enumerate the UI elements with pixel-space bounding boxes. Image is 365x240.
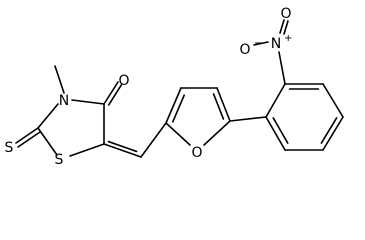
bond-n-methyl [54, 65, 65, 94]
bond-layer [15, 19, 344, 158]
atom-label-thione-sulfur: S [5, 140, 14, 156]
atom-label-nitro-oxygen-double: O [280, 6, 291, 22]
bond-carbonyl-second-line [107, 84, 123, 106]
bond-thione [15, 127, 39, 144]
bond-thione-second-line [17, 131, 41, 148]
atom-label-ring-nitrogen: N [59, 93, 69, 109]
atom-label-carbonyl-oxygen: O [118, 73, 129, 89]
bond-furan-c4-c5-second-line [212, 93, 225, 120]
bond-phenyl-4-5-second-line [320, 117, 338, 144]
bond-furan-c2-c3-second-line [172, 94, 185, 123]
bond-exocyclic-double [103, 143, 142, 158]
bond-phenyl-6-1 [265, 116, 286, 151]
bond-exocyclic-double-second-line [107, 140, 138, 153]
bond-phenyl-3-4 [322, 83, 344, 118]
bond-s1-c2 [37, 127, 58, 156]
atom-label-nitro-oxygen-charged: O [239, 42, 250, 58]
nitro-nitrogen-positive-charge: + [284, 33, 292, 44]
atom-label-furan-oxygen: O [191, 145, 202, 161]
bond-n3-c4 [71, 99, 105, 105]
bond-furan-c2-c3 [165, 87, 182, 124]
bond-phenyl-4-5 [322, 116, 344, 151]
bond-furan-o-c2 [165, 122, 191, 146]
bond-phenyl-6-1-second-line [272, 117, 289, 144]
bond-furan-c5-o [203, 120, 231, 146]
bond-furan-c4-c5 [216, 87, 231, 122]
atom-label-nitro-nitrogen: N [271, 36, 281, 52]
atom-label-ring-sulfur: S [55, 152, 64, 168]
bond-nitro-o-double [279, 19, 285, 34]
bond-carbonyl [103, 81, 119, 105]
bond-nitro-o-single [253, 41, 269, 46]
bond-phenyl-nitro [278, 51, 286, 85]
bond-furan-phenyl [229, 116, 267, 122]
bond-c2-n3 [37, 103, 59, 129]
bond-phenyl-1-2 [265, 83, 286, 118]
structure-diagram: O − N + O N O S S O [5, 6, 344, 168]
bond-c5-s1 [69, 143, 105, 157]
bond-nitro-o-double-second-line [283, 20, 289, 35]
bond-methine-furan [140, 122, 167, 158]
atom-label-layer: O − N + O N O S S O [5, 6, 293, 168]
nitro-oxygen-negative-charge: − [254, 38, 262, 49]
